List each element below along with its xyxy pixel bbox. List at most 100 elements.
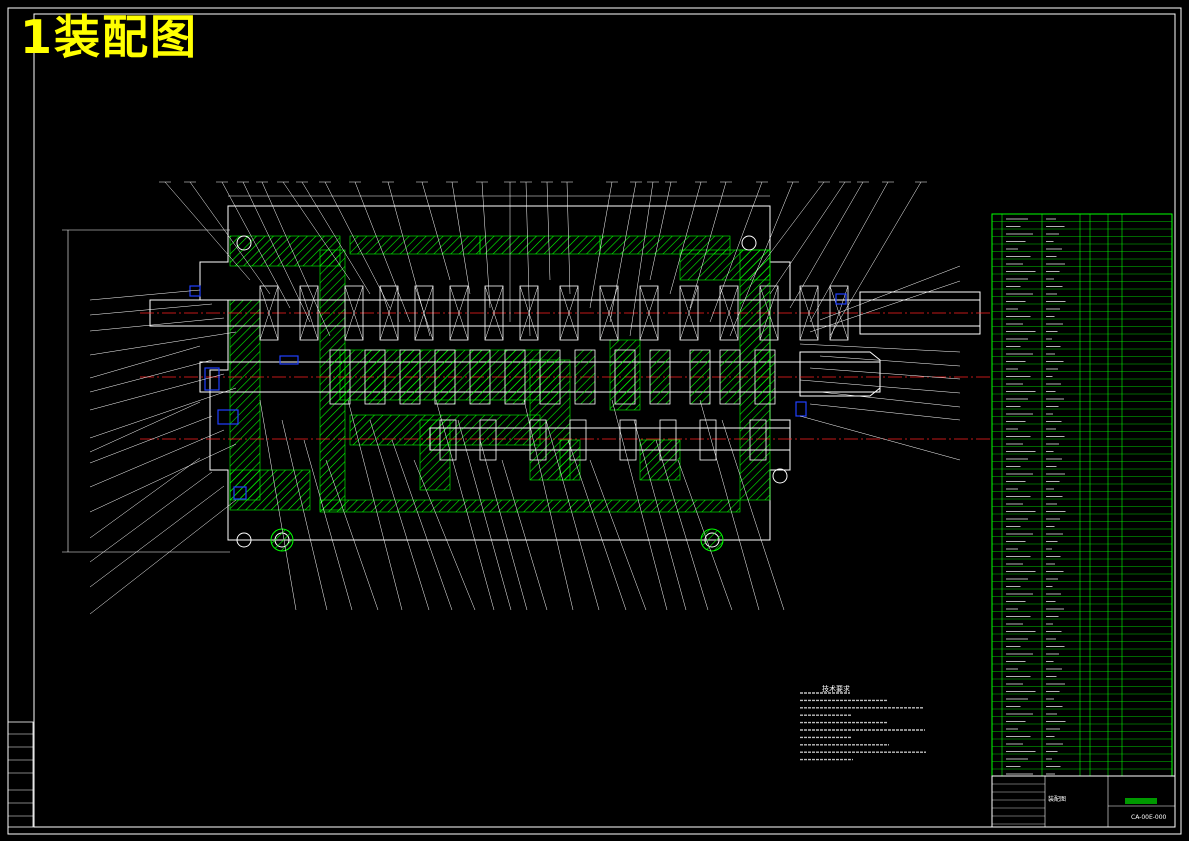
side-stamp-frame [7,721,34,828]
title-block-drawing-number: CA-00E-000 [1131,814,1167,821]
gear-upper [559,285,579,341]
gear-upper [799,285,819,341]
leader-top [609,181,637,323]
gear-upper [299,285,319,341]
gear-upper [829,285,849,341]
leader-left [89,485,225,588]
main-view [62,195,990,553]
leader-top [546,181,551,281]
leader-right [799,415,961,461]
gear-middle [399,349,421,405]
leader-right [819,355,961,367]
gear-middle [539,349,561,405]
bearing-cross [484,285,504,341]
leader-left [89,429,225,488]
title-block-name: 装配图 [1048,796,1067,803]
gear-middle [504,349,526,405]
bearing-cross [259,285,279,341]
leader-bottom [545,419,600,611]
leader-bottom [479,439,528,611]
hatched-section [479,235,601,255]
bearing-cross [344,285,364,341]
leader-left [89,289,201,301]
gear-lower [659,419,677,461]
bearing-cross [414,285,434,341]
leader-bottom [303,439,353,611]
gear-upper [484,285,504,341]
gear-upper [259,285,279,341]
leader-left [89,387,237,439]
leader-top [525,181,531,337]
leader-left [89,471,213,563]
gear-lower [619,419,637,461]
leader-top [189,181,271,295]
bolt-hole [236,235,252,251]
hatched-section [349,235,481,255]
leader-top [789,181,864,309]
hatched-boss [700,528,724,552]
output-shaft-end [859,291,981,335]
gear-middle [434,349,456,405]
drawing-title: 1装配图 [20,10,199,64]
gear-middle [469,349,491,405]
shaft-end-cap [799,351,881,397]
title-block [991,775,1176,828]
bearing-cross [299,285,319,341]
leader-top [242,181,311,323]
hatched-section [229,299,261,501]
leader-top [669,181,702,295]
leader-bottom [435,399,495,611]
gear-upper [599,285,619,341]
leader-bottom [325,459,379,611]
leader-left [89,317,225,332]
gear-upper [679,285,699,341]
highlight-part [217,409,239,425]
bolt-hole [236,532,252,548]
leader-top [689,181,727,309]
leader-bottom [567,439,627,611]
tech-requirements-block [800,692,926,761]
leader-right [809,403,961,421]
leader-bottom [457,419,512,611]
leader-top [809,181,889,323]
leader-left [89,331,237,356]
bearing-cross [799,285,819,341]
leader-bottom [589,459,647,611]
leader-bottom [281,419,328,611]
side-stamp-box [7,721,34,828]
bearing-cross [449,285,469,341]
gear-lower [749,419,767,461]
hatched-boss [270,528,294,552]
gear-middle [689,349,711,405]
leader-top [261,181,331,337]
bearing-cross [639,285,659,341]
gear-upper [759,285,779,341]
leader-left [89,359,213,393]
gear-upper [719,285,739,341]
gear-middle [574,349,596,405]
leader-bottom [721,419,785,611]
leader-left [89,443,237,513]
leader-bottom [391,439,453,611]
gear-middle [329,349,351,405]
hatched-section [419,419,451,491]
leader-bottom [259,399,297,611]
gear-upper [449,285,469,341]
bolt-hole [741,235,757,251]
leader-bottom [699,399,760,611]
leader-top [769,181,846,295]
leader-bottom [523,399,574,611]
leader-bottom [369,419,430,611]
leader-top [629,181,654,337]
gear-lower [439,419,457,461]
leader-left [89,457,201,539]
leader-bottom [501,459,548,611]
hatched-section [319,499,741,513]
gear-middle [614,349,636,405]
leader-left [89,499,237,615]
highlight-part [204,367,220,391]
leader-right [799,343,961,353]
hatched-section [599,235,731,255]
gear-middle [719,349,741,405]
leader-top [566,181,571,295]
